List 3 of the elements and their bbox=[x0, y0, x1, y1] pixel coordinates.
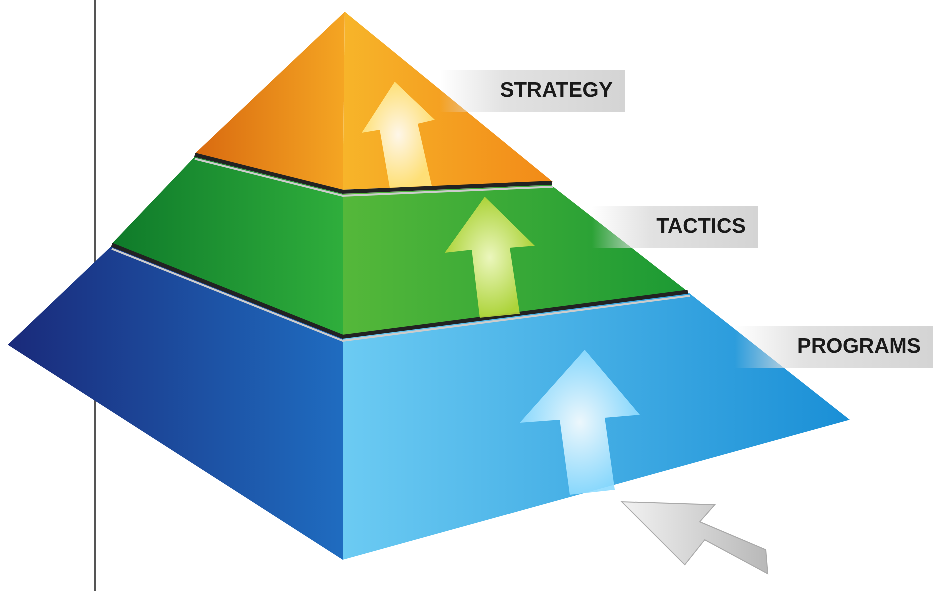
layer-label: PROGRAMS bbox=[735, 326, 933, 368]
layer-label: STRATEGY bbox=[440, 70, 625, 112]
layer-label: TACTICS bbox=[592, 206, 758, 248]
